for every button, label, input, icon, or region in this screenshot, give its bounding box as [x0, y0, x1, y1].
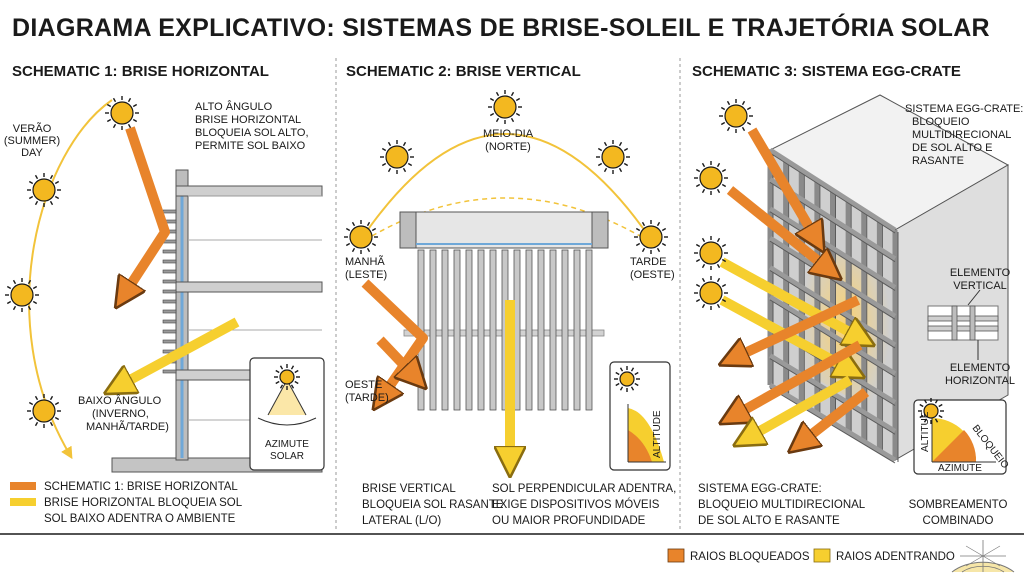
sun-icon — [694, 236, 728, 270]
sun-icon — [380, 140, 414, 174]
ray-blocked-1 — [747, 127, 818, 242]
solar-chart-icon — [951, 540, 1015, 573]
label-manha: MANHÃ(LESTE) — [345, 255, 387, 281]
sun-icon — [105, 96, 139, 130]
sun-path-arc-2 — [361, 133, 651, 239]
ray-low-sun-entering — [115, 317, 240, 388]
footer-legend: RAIOS BLOQUEADOS RAIOS ADENTRANDO — [667, 540, 1015, 573]
ray-blocked-2 — [726, 186, 832, 272]
badge-label-altitude: ALTITUE — [920, 411, 931, 452]
panel-2-heading: SCHEMATIC 2: BRISE VERTICAL — [346, 63, 581, 80]
sun-icon — [694, 161, 728, 195]
panel-2-vertical: SCHEMATIC 2: BRISE VERTICAL MEIO-DIA(NOR… — [344, 63, 676, 527]
legend-line-3: SOL BAIXO ADENTRA O AMBIENTE — [44, 513, 236, 525]
sun-icon — [5, 278, 39, 312]
label-baixo-angulo: BAIXO ÂNGULO(INVERNO,MANHÃ/TARDE) — [78, 394, 169, 433]
label-meio-dia: MEIO-DIA(NORTE) — [483, 128, 534, 153]
vertical-fins — [417, 249, 593, 411]
panel-3-heading: SCHEMATIC 3: SISTEMA EGG-CRATE — [692, 63, 961, 80]
label-verao: VERÃO(SUMMER)DAY — [4, 122, 60, 159]
sun-icon — [596, 140, 630, 174]
sun-icon — [634, 220, 668, 254]
ray-west-blocked — [376, 336, 418, 380]
panel-1-heading: SCHEMATIC 1: BRISE HORIZONTAL — [12, 63, 269, 80]
detail-inset — [927, 305, 999, 341]
sun-icon — [694, 276, 728, 310]
sun-icon — [27, 173, 61, 207]
ray-high-sun-blocked — [122, 126, 170, 298]
label-oeste: OESTE(TARDE) — [345, 379, 389, 404]
sun-icon — [719, 99, 753, 133]
legend-line-1: SCHEMATIC 1: BRISE HORIZONTAL — [44, 481, 238, 493]
sun-path-arc — [28, 99, 113, 460]
sun-icon — [274, 364, 300, 390]
legend-swatch-orange — [10, 482, 36, 490]
ray-reflected-2 — [730, 340, 863, 418]
badge-label-azimute: AZIMUTE — [938, 463, 982, 474]
sun-icon — [918, 398, 944, 424]
legend-swatch-yellow — [10, 498, 36, 506]
building-head — [399, 211, 609, 249]
sun-icon — [614, 366, 640, 392]
panel-3-egg-crate: SCHEMATIC 3: SISTEMA EGG-CRATE SISTEMA E… — [692, 63, 1023, 527]
legend-line-2: BRISE HORIZONTAL BLOQUEIA SOL — [44, 497, 243, 509]
panel-1-horizontal: SCHEMATIC 1: BRISE HORIZONTAL VERÃO(SUMM… — [4, 63, 325, 525]
sun-icon — [344, 220, 378, 254]
floor-slabs — [175, 185, 323, 421]
label-altitude: ALTITUDE — [652, 410, 663, 458]
footer-swatch-entering — [813, 548, 831, 563]
label-tarde: TARDE(OESTE) — [630, 256, 675, 281]
altitude-inset: ALTITUDE — [609, 361, 671, 471]
page-title: DIAGRAMA EXPLICATIVO: SISTEMAS DE BRISE-… — [12, 12, 990, 42]
ray-reflected-3 — [798, 388, 870, 445]
ray-entering-1 — [719, 257, 864, 340]
sun-icon — [488, 90, 522, 124]
note-egg-crate-bottom: SISTEMA EGG-CRATE:BLOQUEIO MULTIDIRECION… — [698, 483, 866, 527]
footer-swatch-blocked — [667, 548, 685, 563]
ray-entering-3 — [744, 375, 853, 440]
footer-label-blocked: RAIOS BLOQUEADOS — [690, 551, 810, 563]
sun-icon — [27, 394, 61, 428]
ray-reflected-1 — [730, 295, 861, 360]
combined-shading-badge: ALTITUE BLOQUEIO AZIMUTE — [913, 398, 1011, 475]
footer-label-entering: RAIOS ADENTRANDO — [836, 551, 955, 563]
note-vertical-right: SOL PERPENDICULAR ADENTRA,EXIGE DISPOSIT… — [492, 483, 676, 527]
